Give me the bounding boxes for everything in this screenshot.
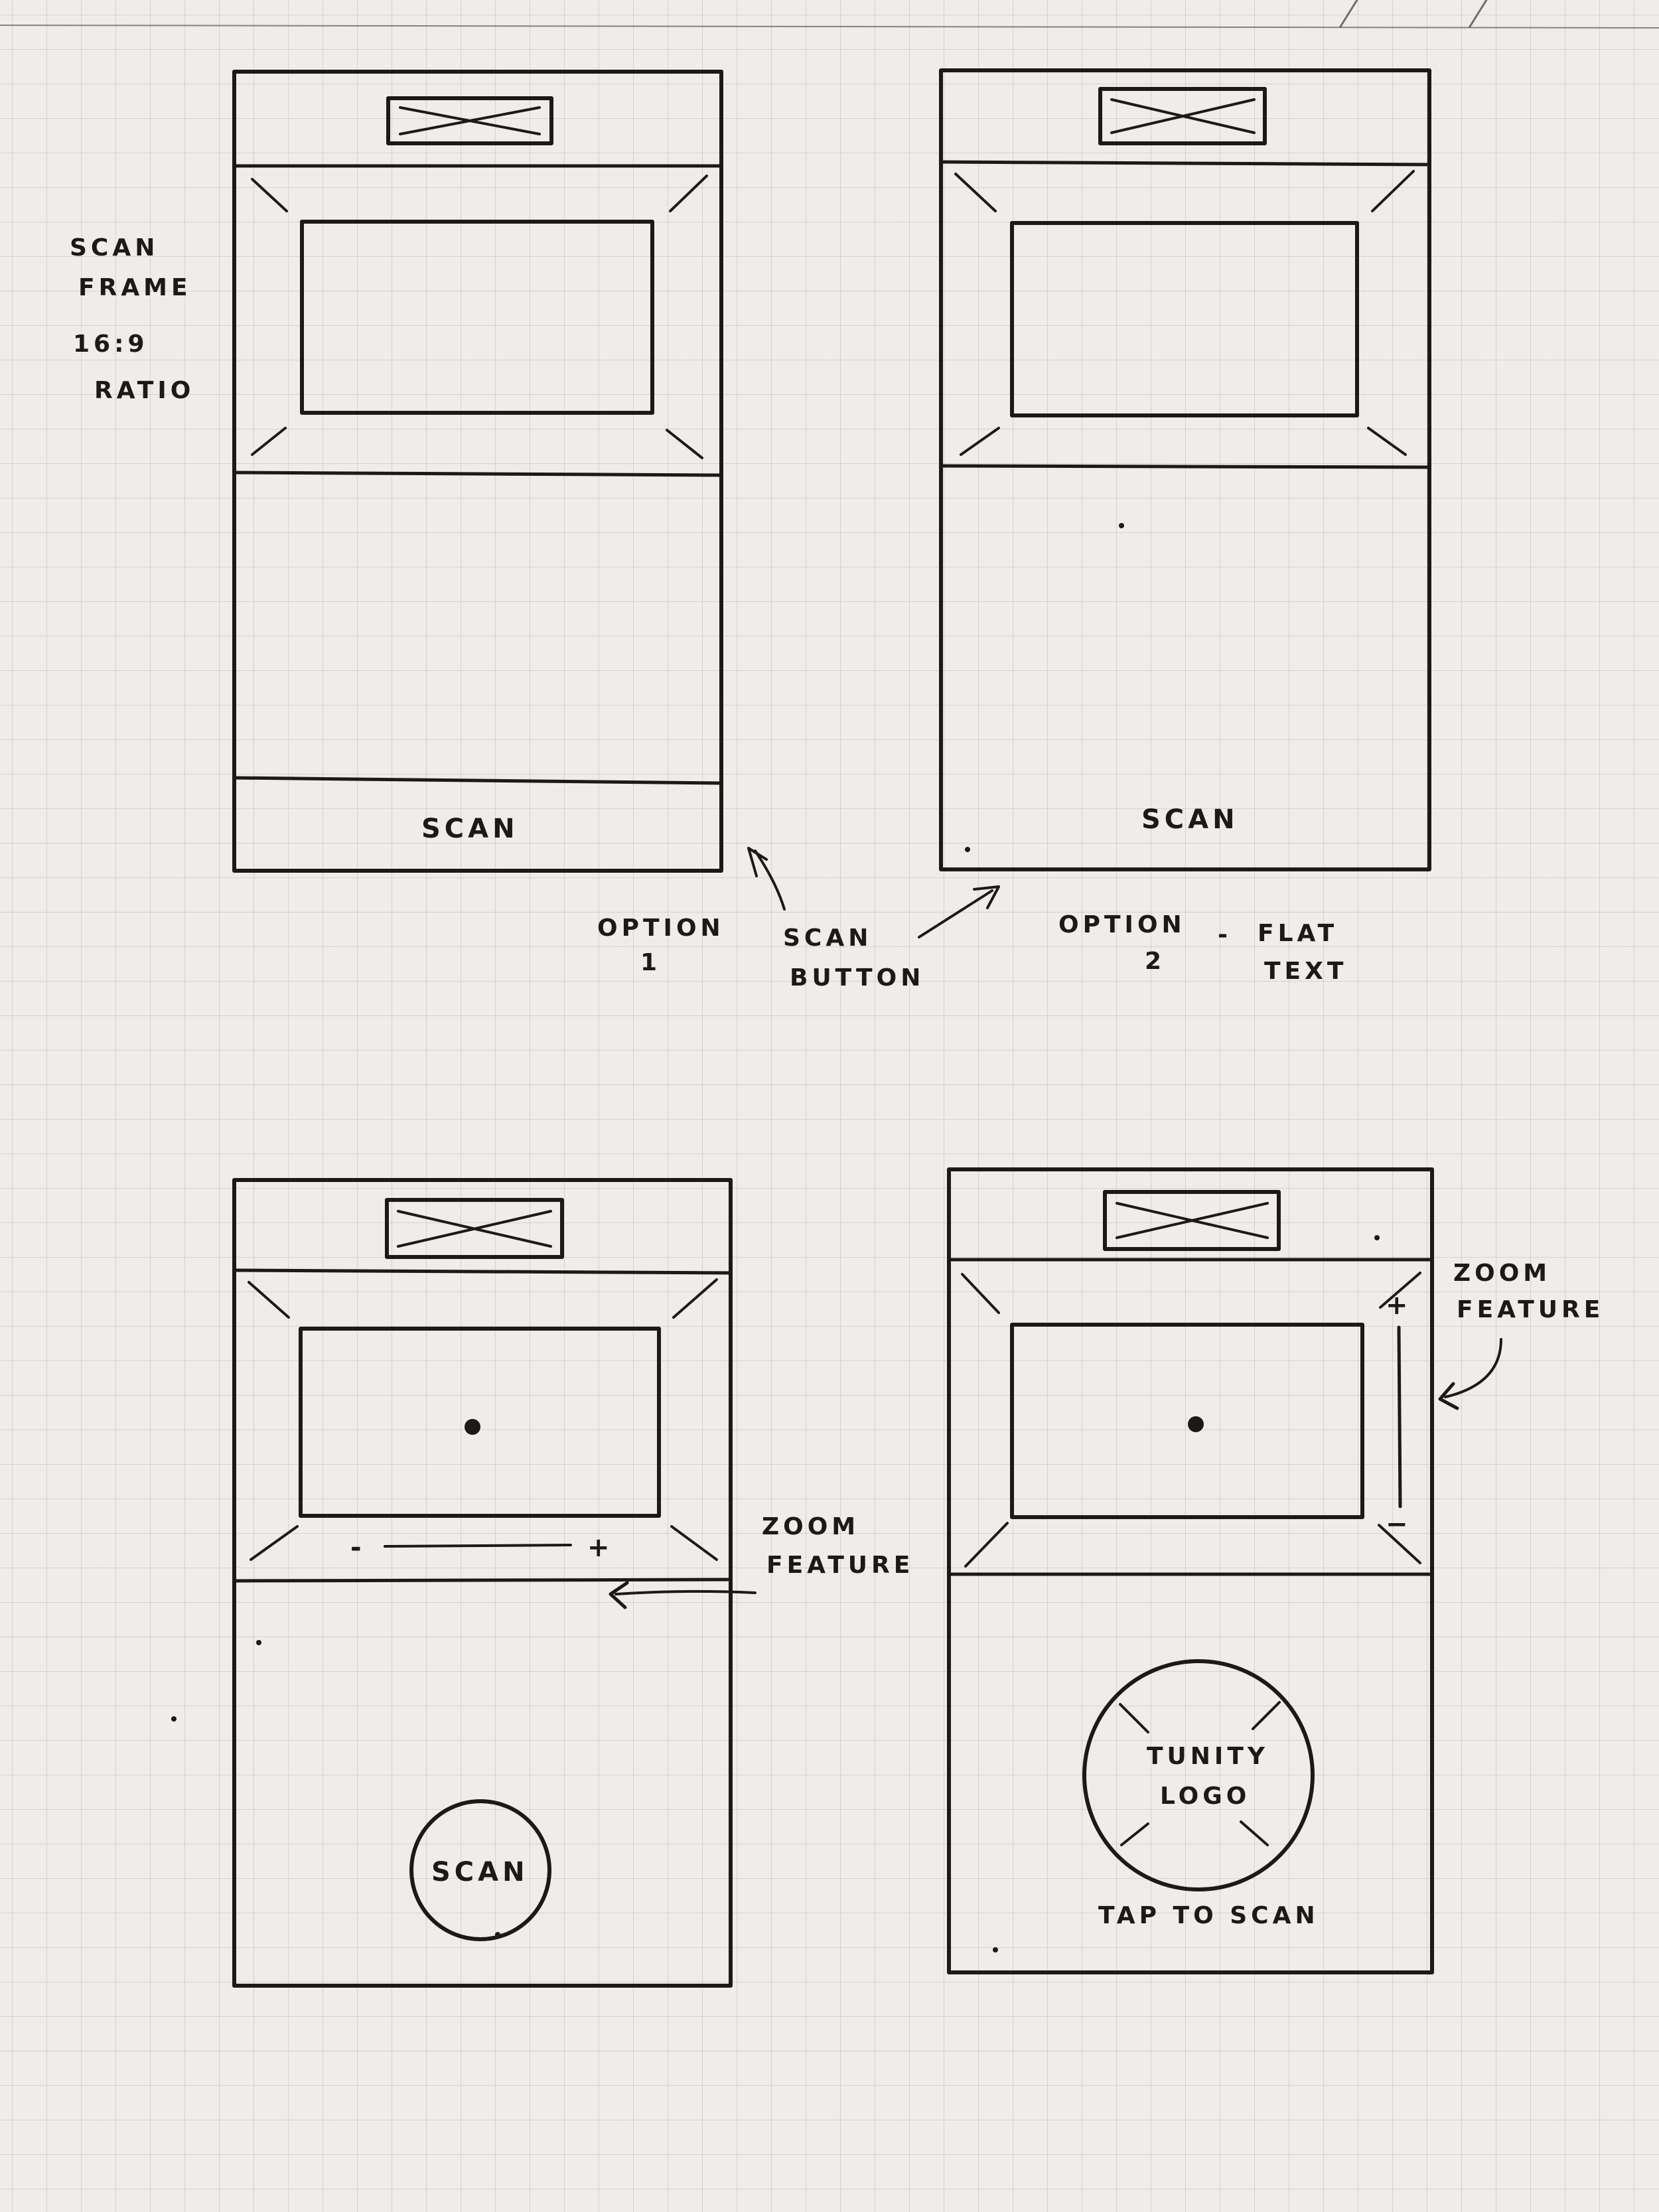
note-line: FEATURE bbox=[766, 1552, 914, 1579]
zoom-minus: − bbox=[1386, 1509, 1412, 1540]
scan-label: SCAN bbox=[1141, 804, 1239, 835]
note-line: FRAME bbox=[78, 274, 192, 301]
scan-label: SCAN bbox=[421, 814, 519, 844]
zoom-plus: + bbox=[587, 1532, 614, 1563]
logo-text-line-1: TUNITY bbox=[1147, 1743, 1269, 1770]
note-line: BUTTON bbox=[790, 964, 924, 992]
note-option-1: OPTION 1 bbox=[597, 915, 725, 976]
note-line: OPTION bbox=[597, 915, 725, 942]
note-line: FEATURE bbox=[1457, 1296, 1604, 1323]
note-line: OPTION bbox=[1058, 911, 1186, 938]
arrow bbox=[918, 889, 993, 938]
arrow bbox=[754, 849, 786, 911]
scan-frame-16-9 bbox=[251, 175, 708, 459]
scan-flat-text-button[interactable]: SCAN bbox=[1141, 804, 1239, 835]
logo-text-line-2: LOGO bbox=[1160, 1783, 1250, 1810]
zoom-plus: + bbox=[1386, 1290, 1412, 1321]
note-line: SCAN bbox=[783, 924, 872, 952]
arrow-head-icon bbox=[973, 885, 1000, 909]
focus-dot bbox=[465, 1419, 480, 1435]
zoom-slider-vertical[interactable]: + − bbox=[1386, 1290, 1412, 1540]
note-dash: - bbox=[1218, 921, 1232, 948]
scan-frame-16-9 bbox=[248, 1278, 718, 1561]
arrow bbox=[614, 1589, 757, 1595]
note-line: 2 bbox=[1145, 948, 1165, 975]
zoom-slider-horizontal[interactable]: - + bbox=[350, 1532, 614, 1563]
stray-marks bbox=[171, 523, 1380, 1953]
note-line: 16:9 bbox=[73, 331, 149, 358]
scan-frame-16-9 bbox=[961, 1272, 1421, 1568]
note-line: FLAT bbox=[1258, 920, 1338, 947]
wireframe-d: + − TUNITY LOGO TAP TO SCAN bbox=[947, 1167, 1434, 1974]
scan-frame-16-9 bbox=[954, 170, 1415, 456]
logo-placeholder bbox=[386, 96, 553, 145]
wireframe-option-1: SCAN bbox=[232, 70, 723, 873]
note-line: RATIO bbox=[94, 377, 194, 404]
wireframe-c: - + SCAN bbox=[232, 1178, 733, 1988]
focus-dot bbox=[1188, 1416, 1204, 1432]
note-scan-frame: SCAN FRAME 16:9 RATIO bbox=[70, 234, 194, 404]
note-line: ZOOM bbox=[1453, 1260, 1551, 1287]
note-zoom-feature-left: ZOOM FEATURE bbox=[609, 1513, 914, 1609]
arrow-head-icon bbox=[609, 1581, 629, 1609]
note-zoom-feature-right: ZOOM FEATURE bbox=[1438, 1260, 1604, 1410]
note-line: SCAN bbox=[70, 234, 159, 261]
note-line: TEXT bbox=[1264, 958, 1347, 985]
scan-circle-button[interactable]: SCAN bbox=[409, 1799, 551, 1941]
tap-to-scan-button[interactable]: TUNITY LOGO bbox=[1082, 1659, 1315, 1891]
logo-placeholder bbox=[1103, 1190, 1281, 1251]
scan-label: SCAN bbox=[431, 1857, 529, 1887]
arrow bbox=[1444, 1338, 1502, 1398]
tap-to-scan-label: TAP TO SCAN bbox=[1098, 1902, 1319, 1929]
note-line: 1 bbox=[640, 949, 661, 976]
scan-button-bar[interactable]: SCAN bbox=[421, 814, 519, 844]
logo-placeholder bbox=[385, 1198, 564, 1259]
note-line: ZOOM bbox=[762, 1513, 859, 1540]
arrow-head-icon bbox=[747, 847, 768, 877]
note-option-2: OPTION 2 - FLAT TEXT bbox=[1058, 911, 1347, 985]
zoom-minus: - bbox=[350, 1532, 366, 1563]
arrow-head-icon bbox=[1438, 1382, 1459, 1410]
logo-placeholder bbox=[1098, 87, 1267, 145]
note-scan-button: SCAN BUTTON bbox=[747, 847, 1000, 992]
wireframe-option-2: SCAN bbox=[939, 68, 1431, 871]
